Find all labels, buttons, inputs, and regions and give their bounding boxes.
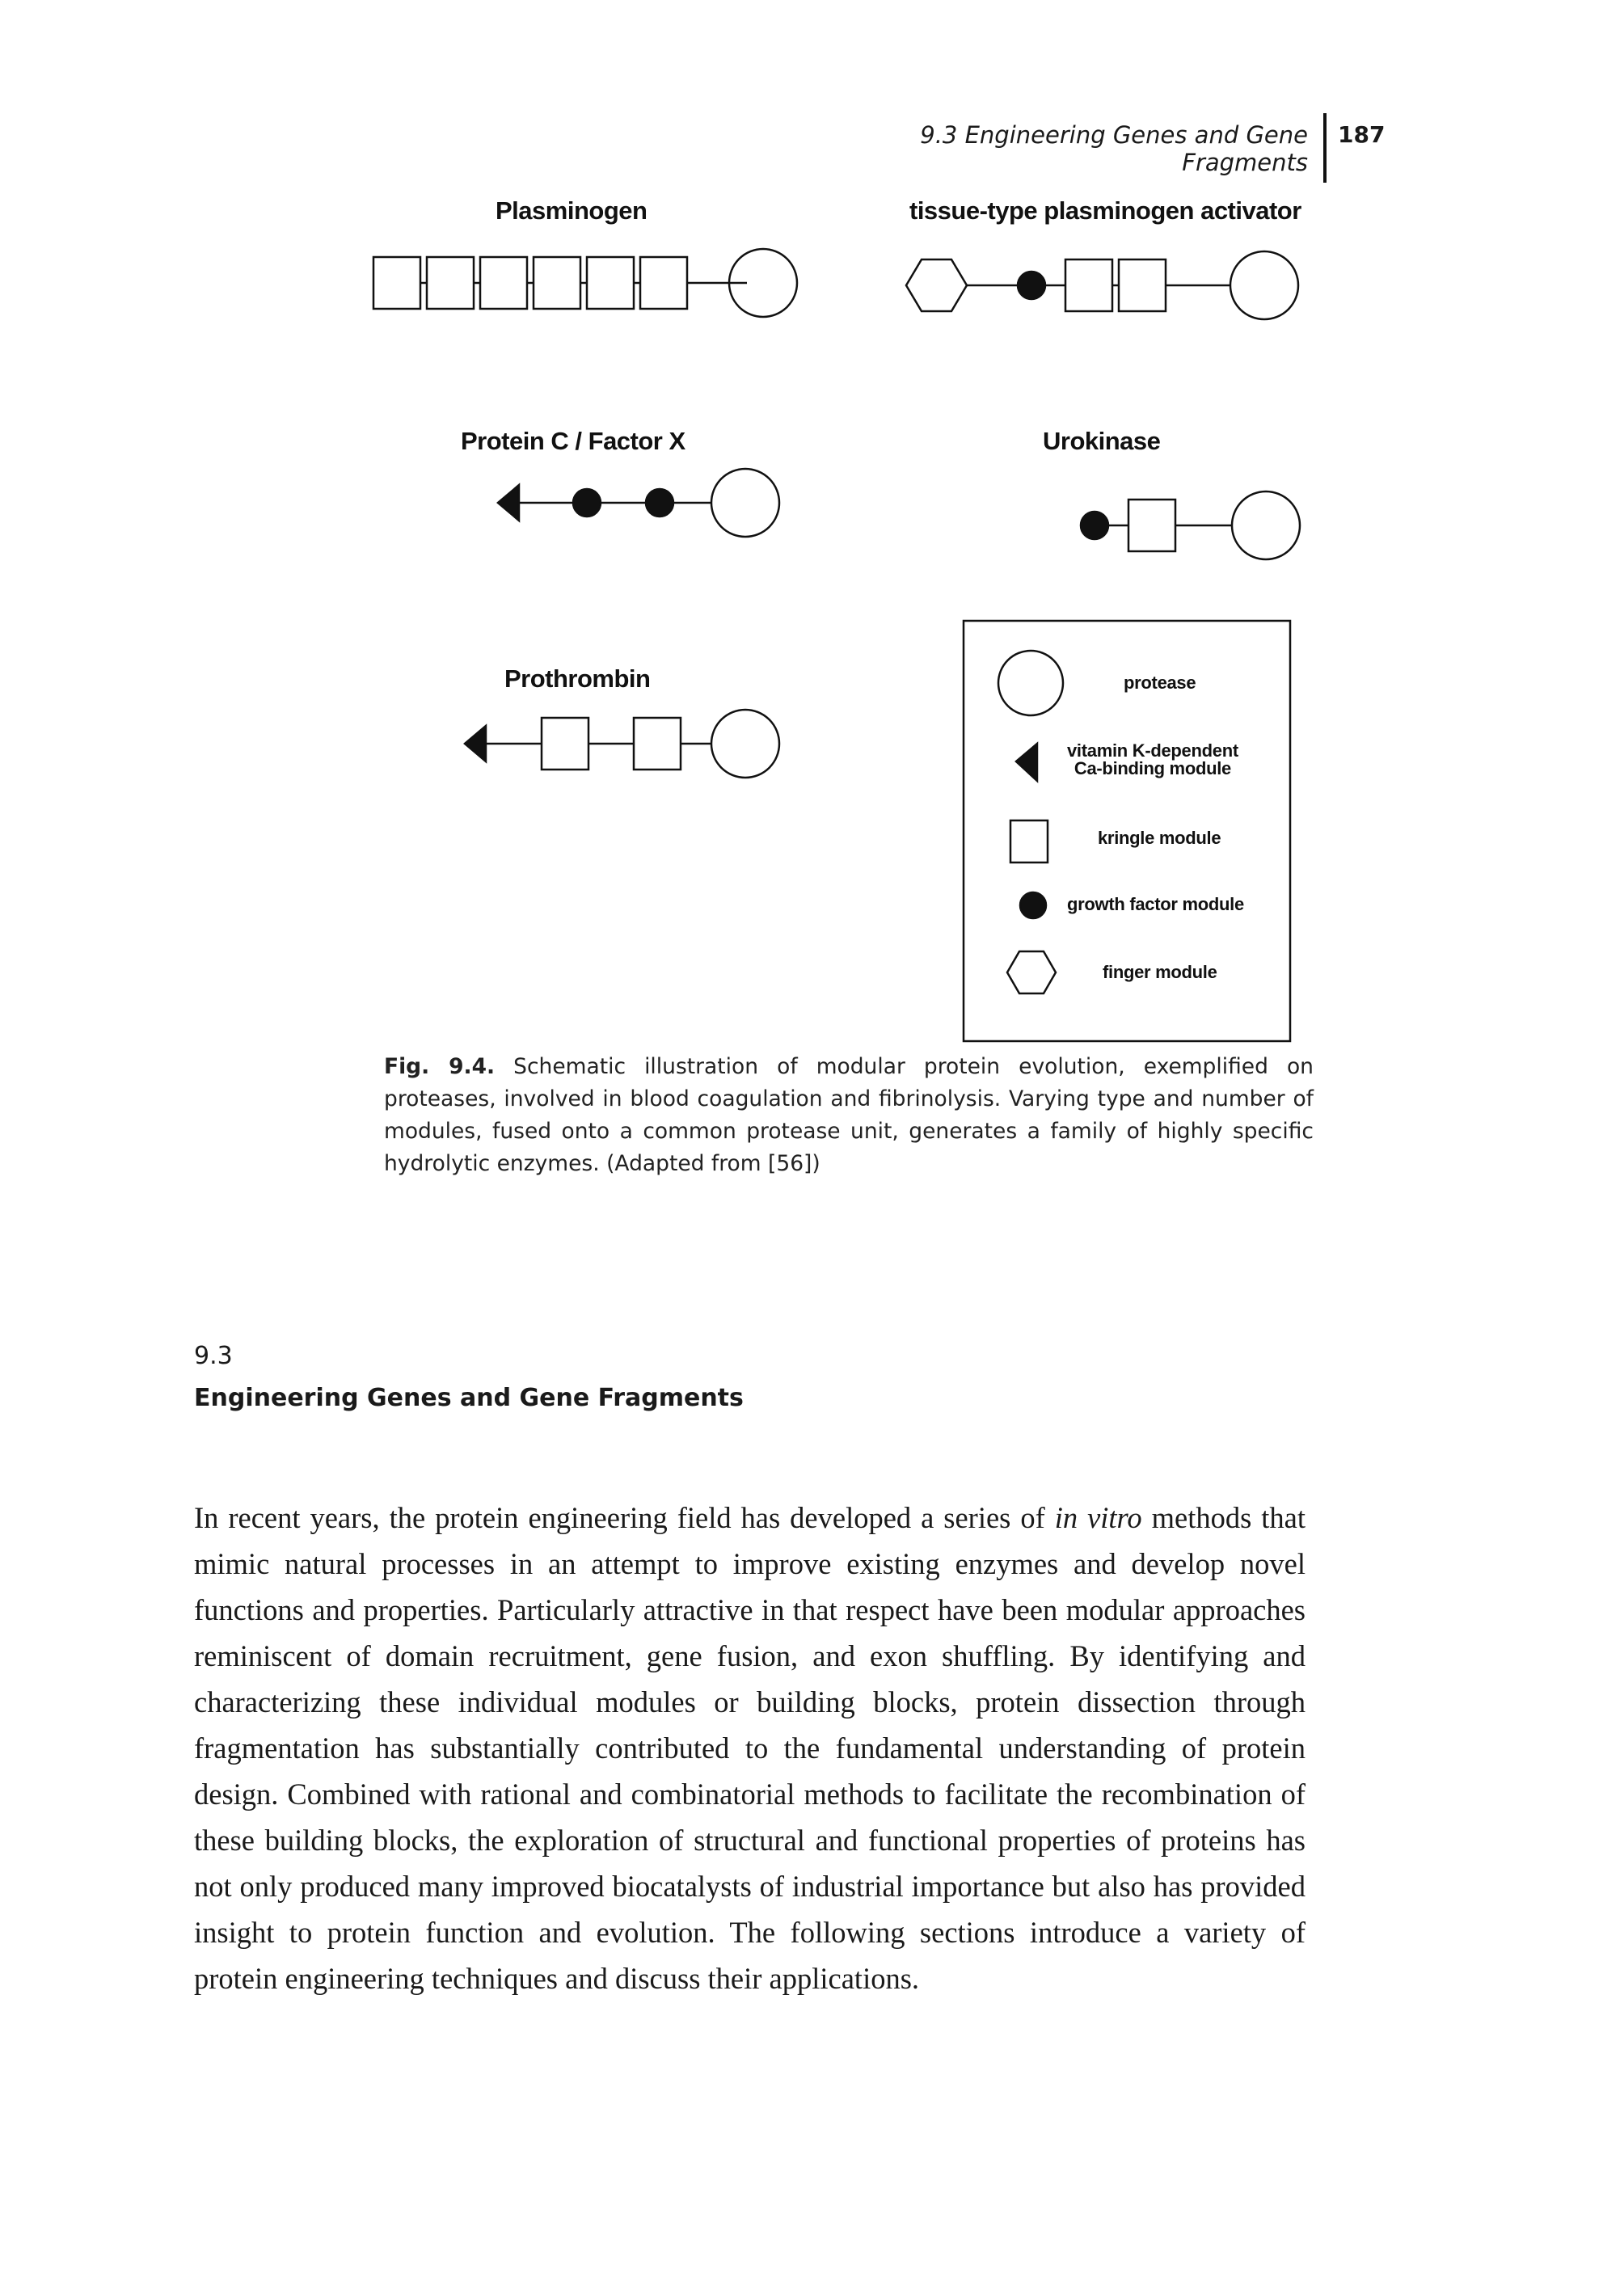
kringle-module-shape: [532, 255, 582, 310]
legend-finger-symbol: [1006, 950, 1057, 995]
diagram-title-tpa: tissue-type plasminogen activator: [909, 196, 1301, 225]
growth-factor-module-shape: [572, 487, 602, 518]
finger-module-shape: [905, 258, 968, 313]
legend-label-ca-binding-line-2: Ca-binding module: [1074, 758, 1231, 778]
legend-label-ca-binding: vitamin K-dependent Ca-binding module: [1067, 742, 1238, 778]
protease-module-shape: [728, 247, 799, 318]
urokinase-diagram: [1079, 490, 1301, 561]
section-number: 9.3: [194, 1342, 233, 1370]
kringle-module-shape: [585, 255, 635, 310]
legend-label-kringle: kringle module: [1098, 828, 1221, 848]
ca-binding-module-shape: [496, 483, 521, 523]
caption-text: Schematic illustration of modular protei…: [384, 1054, 1314, 1176]
body-text-rest: methods that mimic natural processes in …: [194, 1500, 1306, 1995]
caption-label: Fig. 9.4.: [384, 1054, 496, 1079]
diagram-title-urokinase: Urokinase: [1043, 427, 1161, 455]
figure-caption: Fig. 9.4. Schematic illustration of modu…: [384, 1051, 1314, 1180]
tpa-diagram: [905, 250, 1300, 321]
body-paragraph: In recent years, the protein engineering…: [194, 1495, 1306, 2001]
body-italic-term: in vitro: [1054, 1500, 1142, 1534]
running-head: 9.3 Engineering Genes and Gene Fragments: [920, 121, 1308, 176]
legend-kringle-symbol: [1009, 819, 1049, 864]
legend-label-ca-binding-line-1: vitamin K-dependent: [1067, 740, 1238, 761]
kringle-module-shape: [1064, 258, 1114, 313]
diagram-title-prothrombin: Prothrombin: [504, 664, 651, 693]
kringle-module-shape: [372, 255, 422, 310]
prothrombin-diagram: [463, 708, 781, 779]
figure: Plasminogen tissue-type plasminogen acti…: [0, 0, 1624, 1051]
growth-factor-module-shape: [644, 487, 675, 518]
protease-module-shape: [710, 708, 781, 779]
kringle-module-shape: [639, 255, 689, 310]
growth-factor-module-shape: [1016, 270, 1047, 301]
kringle-module-shape: [479, 255, 529, 310]
ca-binding-module-shape: [463, 723, 487, 764]
protease-module-shape: [710, 467, 781, 538]
diagram-title-protein-c-factor-x: Protein C / Factor X: [461, 427, 685, 455]
legend-label-protease: protease: [1124, 673, 1196, 693]
legend-growth-factor-symbol: [1019, 891, 1048, 920]
figure-drawing: [372, 247, 1301, 1043]
protease-module-shape: [1230, 490, 1301, 561]
page-number: 187: [1338, 121, 1386, 148]
protein-c-factor-x-diagram: [496, 467, 781, 538]
legend-box: [962, 619, 1292, 1043]
legend-label-finger: finger module: [1103, 962, 1217, 982]
kringle-module-shape: [1127, 498, 1177, 553]
plasminogen-diagram: [372, 247, 799, 318]
legend-label-growth-factor: growth factor module: [1067, 894, 1244, 914]
header-rule: [1323, 113, 1327, 183]
legend-ca-binding-symbol: [1014, 741, 1039, 783]
kringle-module-shape: [1117, 258, 1167, 313]
diagram-title-plasminogen: Plasminogen: [496, 196, 647, 225]
protease-module-shape: [1229, 250, 1300, 321]
growth-factor-module-shape: [1079, 510, 1110, 541]
kringle-module-shape: [632, 716, 682, 771]
legend-protease-symbol: [997, 649, 1065, 717]
body-text-start: In recent years, the protein engineering…: [194, 1500, 1055, 1534]
kringle-module-shape: [540, 716, 590, 771]
section-title: Engineering Genes and Gene Fragments: [194, 1384, 744, 1412]
kringle-module-shape: [425, 255, 475, 310]
